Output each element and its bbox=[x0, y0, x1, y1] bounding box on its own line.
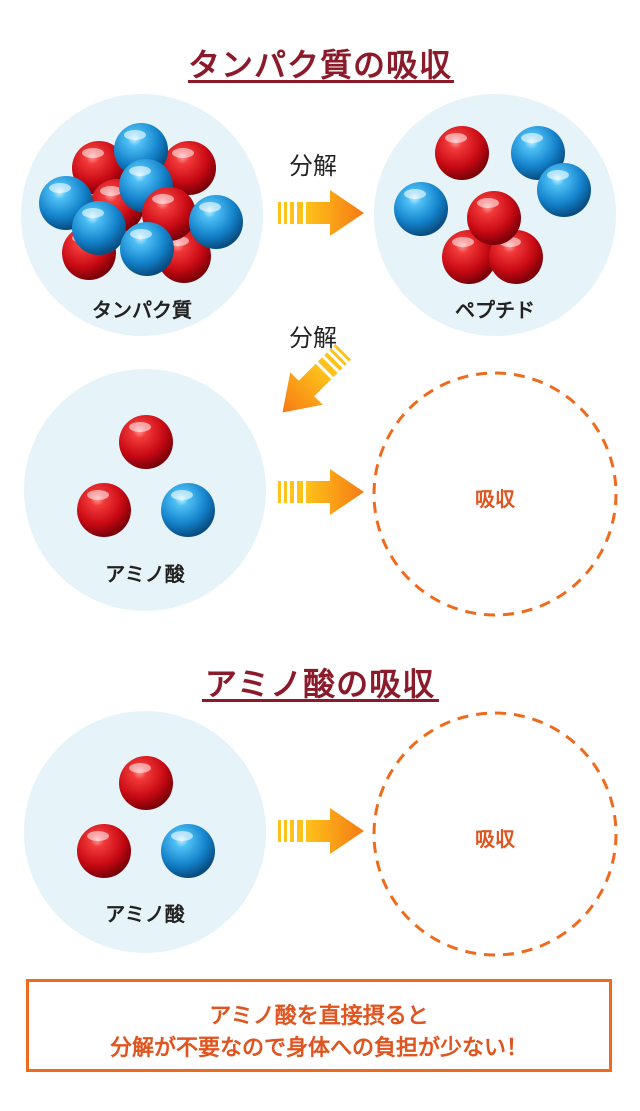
arrow-diagonal bbox=[282, 343, 352, 413]
summary-note-line-1: アミノ酸を直接摂ると bbox=[209, 1004, 429, 1029]
amino-acid-cluster-1 bbox=[24, 369, 266, 611]
summary-note-line-2: 分解が不要なので身体への負担が少ない！ bbox=[109, 1036, 528, 1061]
amino-circle-bg bbox=[24, 369, 266, 611]
blue-ball bbox=[120, 222, 174, 276]
blue-ball bbox=[161, 483, 215, 537]
absorb-dashed-circle-2 bbox=[372, 711, 618, 957]
section2-title: アミノ酸の吸収 bbox=[204, 665, 436, 703]
absorb-label-1: 吸収 bbox=[475, 487, 515, 511]
section2-title-underline bbox=[202, 699, 439, 702]
absorb-label-2: 吸収 bbox=[475, 827, 515, 851]
red-ball bbox=[467, 191, 521, 245]
red-ball bbox=[77, 824, 131, 878]
red-ball bbox=[119, 415, 173, 469]
red-ball bbox=[435, 126, 489, 180]
blue-ball bbox=[537, 163, 591, 217]
peptide-label: ペプチド bbox=[455, 298, 535, 322]
red-ball bbox=[77, 483, 131, 537]
arrow-right-1 bbox=[278, 190, 364, 236]
section1-title: タンパク質の吸収 bbox=[187, 46, 452, 84]
absorb-dashed-circle-1 bbox=[372, 371, 618, 617]
section1-title-underline bbox=[188, 80, 454, 83]
protein-label: タンパク質 bbox=[92, 298, 192, 322]
arrow-right-3 bbox=[278, 808, 364, 854]
peptide-cluster bbox=[374, 94, 616, 336]
amino-circle-bg bbox=[24, 711, 266, 953]
blue-ball bbox=[72, 201, 126, 255]
red-ball bbox=[119, 756, 173, 810]
amino-acid-cluster-2 bbox=[24, 711, 266, 953]
blue-ball bbox=[394, 182, 448, 236]
decompose-label-1: 分解 bbox=[289, 152, 337, 180]
arrow-right-2 bbox=[278, 469, 364, 515]
blue-ball bbox=[189, 195, 243, 249]
blue-ball bbox=[161, 824, 215, 878]
amino-acid-label-2: アミノ酸 bbox=[105, 902, 185, 926]
amino-acid-label-1: アミノ酸 bbox=[105, 562, 185, 586]
decompose-label-2: 分解 bbox=[289, 324, 337, 352]
summary-note-box: アミノ酸を直接摂ると 分解が不要なので身体への負担が少ない！ bbox=[26, 979, 612, 1072]
protein-cluster bbox=[21, 94, 263, 336]
